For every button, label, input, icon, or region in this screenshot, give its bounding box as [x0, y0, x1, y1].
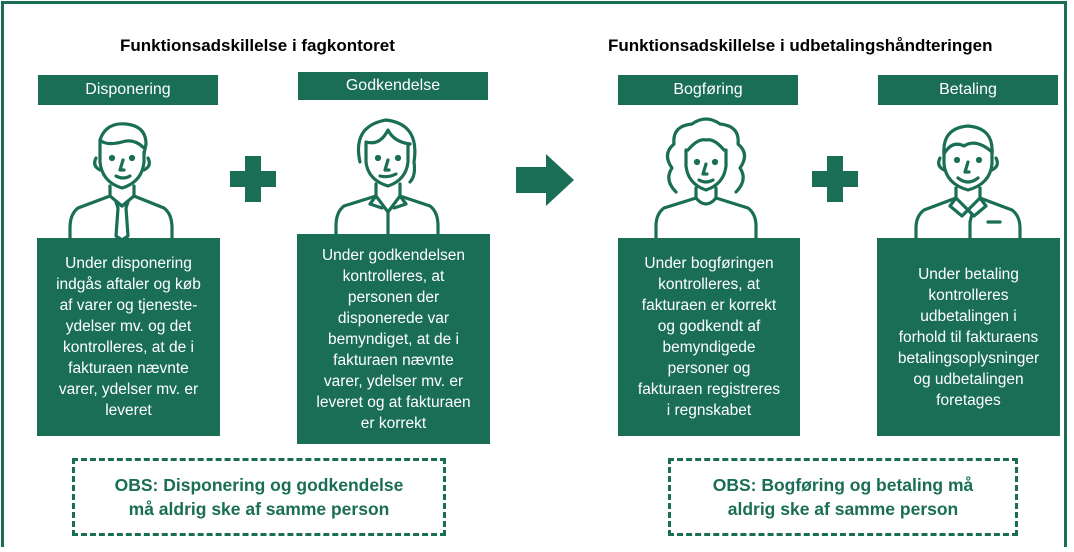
description-godkendelse: Under godkendelsen kontrolleres, at pers…	[297, 234, 490, 444]
person-woman-curly-hair-icon	[654, 117, 758, 240]
person-woman-short-hair-icon	[334, 118, 440, 240]
left-section-title: Funktionsadskillelse i fagkontoret	[120, 36, 395, 55]
label-bogfoering: Bogføring	[618, 75, 798, 105]
label-disponering: Disponering	[38, 75, 218, 105]
obs-note-right: OBS: Bogføring og betaling må aldrig ske…	[668, 458, 1018, 536]
label-betaling: Betaling	[878, 75, 1058, 105]
person-man-icon	[68, 122, 174, 240]
obs-note-left: OBS: Disponering og godkendelse må aldri…	[72, 458, 446, 536]
plus-icon	[230, 156, 276, 202]
label-godkendelse: Godkendelse	[298, 72, 488, 100]
plus-icon	[812, 156, 858, 202]
arrow-right-icon	[516, 154, 574, 206]
right-section-title: Funktionsadskillelse i udbetalingshåndte…	[608, 36, 993, 55]
person-man-suit-icon	[914, 124, 1022, 240]
description-bogfoering: Under bogføringen kontrolleres, at faktu…	[618, 238, 800, 436]
description-disponering: Under disponering indgås aftaler og køb …	[37, 238, 220, 436]
description-betaling: Under betaling kontrolleres udbetalingen…	[877, 238, 1060, 436]
